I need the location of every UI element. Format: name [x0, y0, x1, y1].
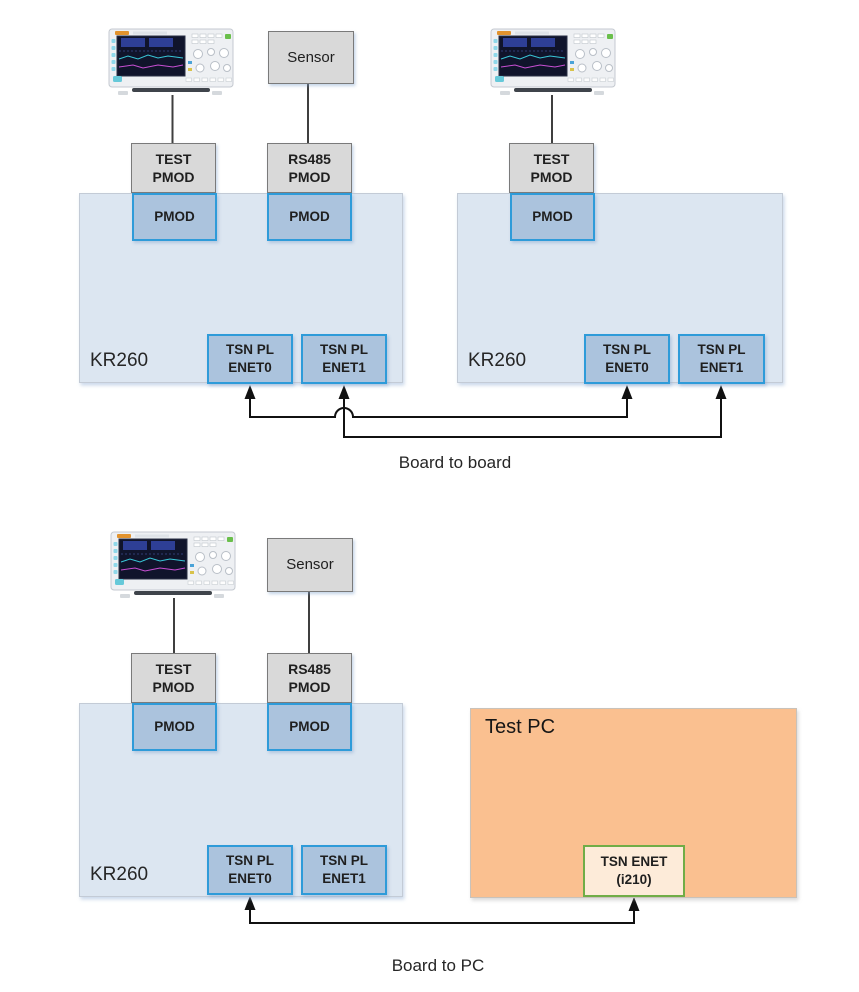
tsn-enet-label-line1: TSN ENET: [600, 854, 668, 870]
pmod-port-label: PMOD: [154, 209, 195, 225]
tsn-enet-i210-box: TSN ENET (i210): [583, 845, 685, 897]
test-pmod-label-line1: TEST: [155, 150, 192, 167]
tsn-pl-enet0-label-line2: ENET0: [228, 360, 272, 375]
test-pmod-label-line2: PMOD: [152, 679, 195, 695]
pmod-port-box: PMOD: [267, 193, 352, 241]
sensor-box: Sensor: [267, 538, 353, 592]
sensor-box: Sensor: [268, 31, 354, 84]
oscilloscope-image: [110, 531, 236, 599]
pmod-port-label: PMOD: [289, 719, 330, 735]
kr260-board-1: KR260: [79, 193, 403, 383]
rs485-pmod-label-line2: PMOD: [288, 679, 331, 695]
tsn-pl-enet0-label-line1: TSN PL: [225, 853, 274, 869]
test-pmod-box: TEST PMOD: [131, 143, 216, 193]
test-pmod-box: TEST PMOD: [509, 143, 594, 193]
test-pmod-label-line2: PMOD: [530, 169, 573, 185]
instrument-stems: [171, 84, 553, 653]
tsn-pl-enet0-label-line1: TSN PL: [602, 342, 651, 358]
tsn-pl-enet0-label-line1: TSN PL: [225, 342, 274, 358]
sensor-label: Sensor: [287, 48, 335, 66]
board-to-pc-caption: Board to PC: [391, 956, 485, 975]
test-pmod-label-line2: PMOD: [152, 169, 195, 185]
pmod-port-box: PMOD: [267, 703, 352, 751]
pmod-port-box: PMOD: [132, 703, 217, 751]
tsn-pl-enet0-box-board2: TSN PL ENET0: [584, 334, 670, 384]
tsn-pl-enet1-box-board2: TSN PL ENET1: [678, 334, 765, 384]
oscilloscope-image: [108, 28, 234, 96]
board-to-board-caption: Board to board: [398, 453, 512, 472]
tsn-pl-enet1-label-line1: TSN PL: [319, 342, 368, 358]
test-pc-label: Test PC: [485, 716, 556, 738]
kr260-board-2: KR260: [457, 193, 783, 383]
tsn-pl-enet1-label-line2: ENET1: [322, 360, 366, 375]
tsn-pl-enet1-label-line2: ENET1: [322, 871, 366, 886]
pmod-port-label: PMOD: [532, 209, 573, 225]
rs485-pmod-box: RS485 PMOD: [267, 653, 352, 703]
board-to-pc-link: [249, 909, 635, 924]
kr260-board-3-label: KR260: [90, 864, 149, 885]
test-pmod-label-line1: TEST: [533, 150, 570, 167]
test-pmod-label-line1: TEST: [155, 660, 192, 677]
tsn-pl-enet0-label-line2: ENET0: [228, 871, 272, 886]
sensor-label: Sensor: [286, 556, 334, 574]
tsn-pl-enet1-label-line1: TSN PL: [697, 342, 746, 358]
test-pmod-box: TEST PMOD: [131, 653, 216, 703]
oscilloscope-image: [490, 28, 616, 96]
tsn-pl-enet1-label-line1: TSN PL: [319, 853, 368, 869]
arrowheads: [244, 385, 727, 911]
rs485-pmod-box: RS485 PMOD: [267, 143, 352, 193]
kr260-board-1-label: KR260: [90, 350, 149, 371]
kr260-board-2-label: KR260: [468, 350, 527, 371]
tsn-enet-label-line2: (i210): [616, 872, 652, 887]
tsn-pl-enet0-box-board3: TSN PL ENET0: [207, 845, 293, 895]
test-pc-box: Test PC: [470, 708, 797, 898]
tsn-pl-enet1-label-line2: ENET1: [699, 360, 744, 375]
tsn-pl-enet1-box-board1: TSN PL ENET1: [301, 334, 387, 384]
board-to-board-links: [249, 398, 722, 438]
pmod-port-label: PMOD: [154, 719, 195, 735]
tsn-pl-enet0-box-board1: TSN PL ENET0: [207, 334, 293, 384]
pmod-port-label: PMOD: [289, 209, 330, 225]
pmod-port-box: PMOD: [132, 193, 217, 241]
rs485-pmod-label-line2: PMOD: [288, 169, 331, 185]
tsn-pl-enet0-label-line2: ENET0: [605, 360, 649, 375]
kr260-board-3: KR260: [79, 703, 403, 897]
rs485-pmod-label-line1: RS485: [288, 150, 331, 167]
rs485-pmod-label-line1: RS485: [288, 660, 331, 677]
tsn-pl-enet1-box-board3: TSN PL ENET1: [301, 845, 387, 895]
pmod-port-box: PMOD: [510, 193, 595, 241]
